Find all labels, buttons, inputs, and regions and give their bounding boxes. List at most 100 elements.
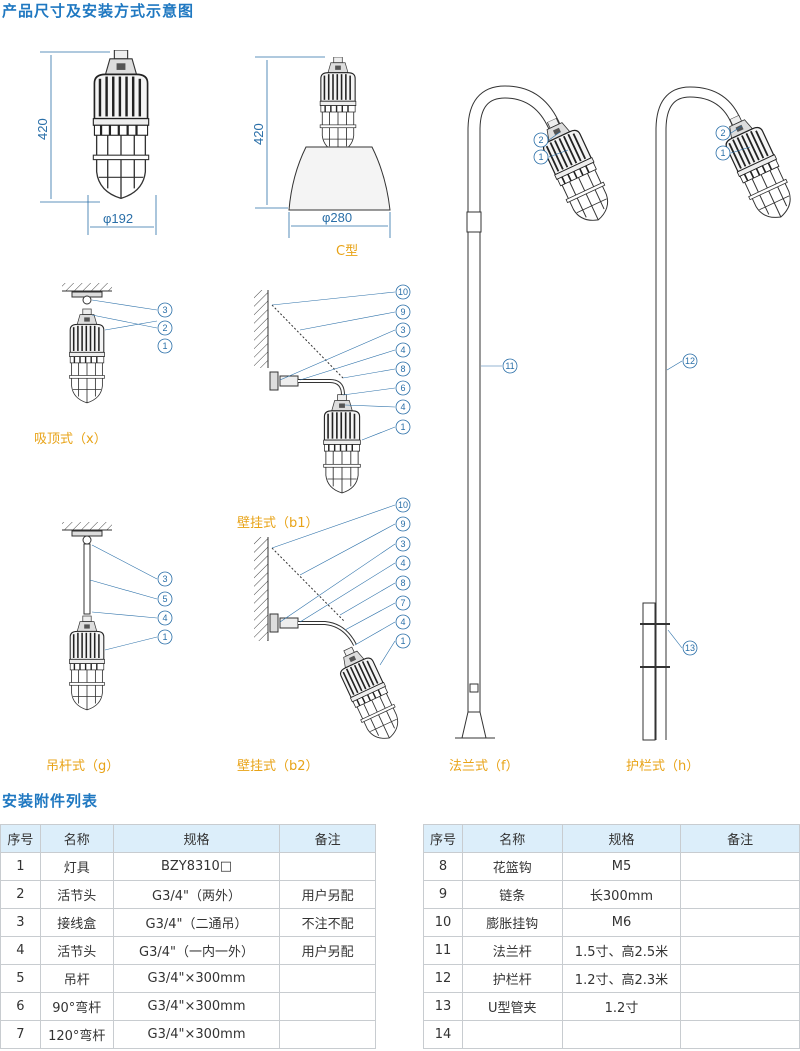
callout-f: 2 [533, 132, 549, 148]
callout-circle [157, 610, 173, 626]
callout-b1: 4 [395, 399, 411, 415]
callout-x: 2 [157, 320, 173, 336]
flange-mount-label: 法兰式（f） [449, 759, 519, 774]
callout-number: 2 [720, 128, 725, 138]
callout-circle [395, 342, 411, 358]
flange-pole-drawing [455, 85, 618, 739]
callout-circle [502, 358, 518, 374]
table-cell: 5 [0, 964, 41, 993]
callout-circle [395, 614, 411, 630]
table-section-title: 安装附件列表 [2, 792, 99, 810]
table-cell [680, 1020, 800, 1049]
callout-b2: 7 [395, 595, 411, 611]
table-cell [561, 1020, 682, 1049]
table-cell: 2 [0, 880, 41, 909]
callout-number: 1 [162, 632, 167, 642]
table-cell [680, 936, 800, 965]
table-cell: 吊杆 [39, 964, 114, 993]
table-cell [680, 908, 800, 937]
column-header: 序号 [0, 824, 41, 853]
callout-number: 1 [400, 636, 405, 646]
callout-circle [395, 575, 411, 591]
callout-circle [395, 516, 411, 532]
callout-b1: 3 [395, 322, 411, 338]
pendant-mount-label: 吊杆式（g） [46, 759, 120, 774]
table-cell [680, 852, 800, 881]
callout-h: 12 [682, 353, 698, 369]
callout-circle [395, 419, 411, 435]
callout-number: 4 [400, 402, 405, 412]
callout-number: 8 [400, 578, 405, 588]
callout-x: 1 [157, 338, 173, 354]
table-cell: BZY8310□ [112, 852, 281, 881]
callout-x: 3 [157, 302, 173, 318]
column-header: 名称 [39, 824, 114, 853]
table-cell: 活节头 [39, 936, 114, 965]
callout-circle [715, 145, 731, 161]
table-cell: M5 [561, 852, 682, 881]
callout-b2: 9 [395, 516, 411, 532]
callout-number: 2 [538, 135, 543, 145]
table-cell: G3/4"（两外） [112, 880, 281, 909]
table-cell: 13 [423, 992, 463, 1021]
table-cell: 6 [0, 992, 41, 1021]
table-cell: 120°弯杆 [39, 1020, 114, 1049]
callout-g: 5 [157, 591, 173, 607]
table-header-row: 序号名称规格备注 [423, 824, 800, 853]
table-cell: G3/4"（一内一外） [112, 936, 281, 965]
callout-b1: 8 [395, 361, 411, 377]
callout-number: 10 [398, 500, 408, 510]
table-cell: 1.2寸、高2.3米 [561, 964, 682, 993]
callout-circle [157, 338, 173, 354]
pendant-mount-drawing [62, 522, 158, 711]
callout-f: 11 [502, 358, 518, 374]
table-cell: G3/4"（二通吊） [112, 908, 281, 937]
callout-number: 11 [505, 361, 514, 371]
column-header: 备注 [279, 824, 376, 853]
wall-mount-b2-label: 壁挂式（b2） [237, 759, 319, 774]
callout-h: 13 [682, 640, 698, 656]
table-cell: G3/4"×300mm [112, 964, 281, 993]
ceiling-mount-drawing [62, 283, 158, 404]
callout-number: 8 [400, 364, 405, 374]
table-cell: 1.5寸、高2.5米 [561, 936, 682, 965]
table-cell: 14 [423, 1020, 463, 1049]
column-header: 序号 [423, 824, 463, 853]
lamp-dimension-drawing: 420 φ192 [35, 50, 157, 235]
callout-circle [682, 640, 698, 656]
table-cell: 1.2寸 [561, 992, 682, 1021]
table-cell: 接线盒 [39, 908, 114, 937]
callout-circle [157, 629, 173, 645]
callout-circle [157, 302, 173, 318]
width-dimension-c: φ280 [322, 210, 352, 225]
wall-mount-b1-label: 壁挂式（b1） [237, 516, 319, 531]
table-cell [461, 1020, 563, 1049]
callout-b2: 10 [395, 497, 411, 513]
table-cell: 灯具 [39, 852, 114, 881]
lamp-c-type-drawing: 420 φ280 [251, 56, 391, 238]
callout-circle [395, 497, 411, 513]
table-cell: 护栏杆 [461, 964, 563, 993]
callout-circle [682, 353, 698, 369]
table-cell: 4 [0, 936, 41, 965]
table-cell: 1 [0, 852, 41, 881]
callout-number: 10 [398, 287, 408, 297]
callout-number: 4 [400, 345, 405, 355]
table-cell: 用户另配 [279, 880, 376, 909]
callout-number: 4 [400, 558, 405, 568]
callout-number: 5 [162, 594, 167, 604]
callout-f: 1 [533, 149, 549, 165]
installation-diagrams: 420 φ192 420 φ280 [35, 50, 800, 747]
callout-circle [395, 536, 411, 552]
table-cell: G3/4"×300mm [112, 1020, 281, 1049]
callout-b1: 6 [395, 380, 411, 396]
